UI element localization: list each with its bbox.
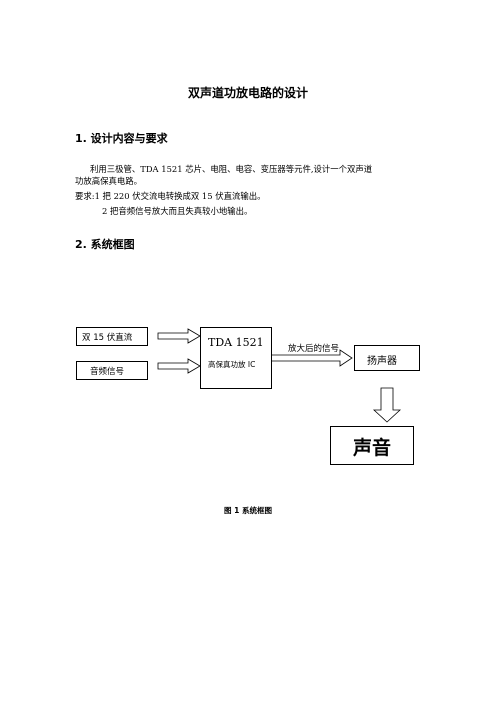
- amplifier-chip-box: TDA 1521 高保真功放 IC: [200, 327, 272, 389]
- paragraph-line-2: 功放高保真电路。: [75, 176, 142, 186]
- power-input-box: 双 15 伏直流: [76, 327, 148, 346]
- section-heading-design-requirements: 1. 设计内容与要求: [75, 132, 168, 145]
- section-heading-block-diagram: 2. 系统框图: [75, 238, 135, 251]
- arrow-chip-to-speaker: [270, 349, 353, 367]
- figure-caption: 图 1 系统框图: [224, 506, 272, 515]
- paragraph-line-1: 利用三极管、TDA 1521 芯片、电阻、电容、变压器等元件,设计一个双声道: [90, 164, 373, 174]
- requirement-2: 2 把音频信号放大而且失真较小地输出。: [102, 206, 253, 216]
- arrow-power-to-chip: [157, 328, 201, 344]
- document-title: 双声道功放电路的设计: [187, 86, 308, 100]
- speaker-label: 扬声器: [367, 356, 397, 367]
- power-input-label: 双 15 伏直流: [82, 333, 133, 343]
- sound-box: 声音: [330, 426, 414, 465]
- chip-name: TDA 1521: [208, 336, 264, 349]
- audio-input-box: 音频信号: [76, 361, 148, 380]
- arrow-speaker-to-sound: [372, 387, 402, 423]
- amplified-signal-label: 放大后的信号: [288, 344, 340, 354]
- speaker-box: 扬声器: [354, 345, 420, 371]
- chip-description: 高保真功放 IC: [208, 360, 256, 369]
- requirement-1: 要求:1 把 220 伏交流电转换成双 15 伏直流输出。: [75, 191, 266, 201]
- audio-input-label: 音频信号: [90, 367, 125, 377]
- sound-label: 声音: [352, 437, 391, 459]
- arrow-audio-to-chip: [157, 358, 201, 374]
